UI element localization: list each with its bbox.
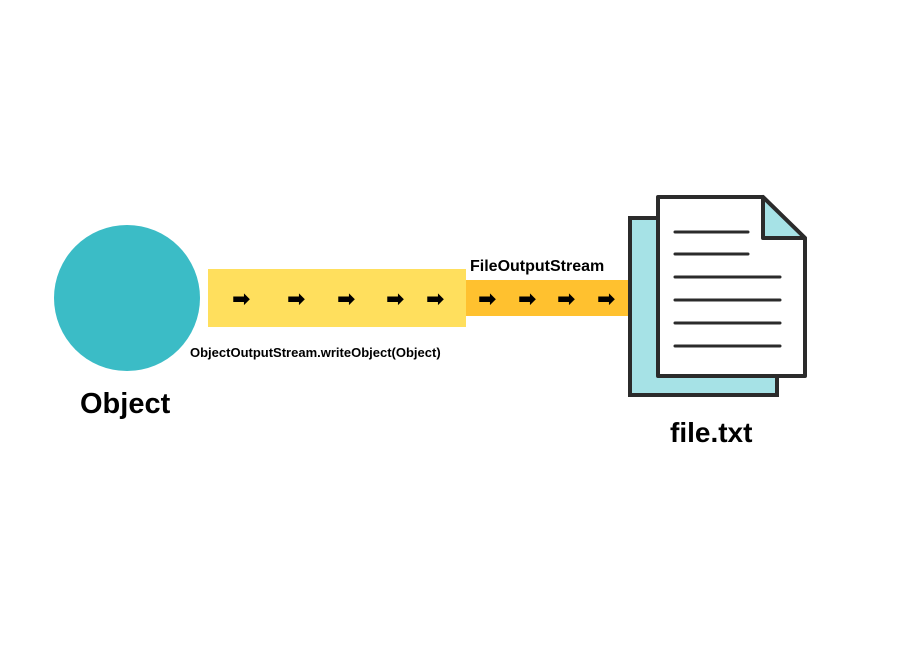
flow-arrow-icon: ➡ [287, 286, 306, 311]
flow-arrow-icon: ➡ [337, 286, 356, 311]
flow-arrow-icon: ➡ [426, 286, 445, 311]
object-output-stream-label: ObjectOutputStream.writeObject(Object) [190, 345, 441, 360]
document-icon [628, 195, 807, 397]
file-output-stream-band [466, 280, 630, 316]
object-label: Object [80, 388, 171, 420]
flow-arrow-icon: ➡ [518, 286, 537, 311]
file-label: file.txt [670, 417, 753, 448]
document-folded-corner [761, 195, 807, 240]
flow-arrow-icon: ➡ [597, 286, 616, 311]
file-output-stream-label: FileOutputStream [470, 258, 605, 275]
document-text-lines [673, 230, 782, 348]
flow-arrow-icon: ➡ [232, 286, 251, 311]
object-output-stream-band [208, 269, 466, 327]
object-circle [54, 225, 200, 371]
flow-arrow-icon: ➡ [478, 286, 497, 311]
flow-arrow-icon: ➡ [557, 286, 576, 311]
flow-arrow-icon: ➡ [386, 286, 405, 311]
document-front-sheet [656, 195, 807, 378]
